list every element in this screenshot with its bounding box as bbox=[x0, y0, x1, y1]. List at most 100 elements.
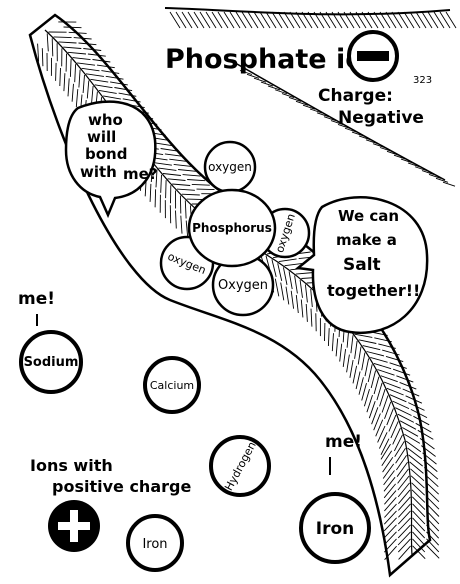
feather-stroke bbox=[368, 401, 376, 419]
feather-stroke bbox=[169, 11, 181, 29]
feather-stroke bbox=[397, 524, 411, 539]
feather-stroke bbox=[399, 381, 417, 390]
feather-stroke bbox=[295, 272, 314, 275]
feather-stroke bbox=[405, 440, 422, 453]
feather-stroke bbox=[77, 62, 96, 66]
feather-stroke bbox=[300, 299, 304, 318]
feather-stroke bbox=[176, 188, 195, 191]
feather-stroke bbox=[380, 438, 390, 456]
feather-stroke bbox=[358, 339, 377, 344]
feather-stroke bbox=[98, 89, 117, 94]
feather-stroke bbox=[383, 531, 397, 546]
feather-stroke bbox=[295, 100, 309, 106]
feather-stroke bbox=[187, 179, 206, 182]
feather-stroke bbox=[397, 531, 411, 546]
feather-stroke bbox=[217, 11, 229, 29]
feather-stroke bbox=[55, 62, 57, 81]
feather-stroke bbox=[63, 26, 82, 29]
feather-stroke bbox=[185, 220, 189, 239]
me-label-sodium: me! bbox=[18, 289, 55, 309]
feather-stroke bbox=[384, 503, 397, 518]
feather-stroke bbox=[382, 463, 395, 479]
feather-stroke bbox=[384, 545, 397, 560]
feather-stroke bbox=[105, 75, 124, 80]
feather-stroke bbox=[288, 271, 293, 290]
feather-stroke bbox=[349, 11, 361, 29]
feather-stroke bbox=[154, 189, 157, 208]
feather-stroke bbox=[419, 438, 435, 450]
feather-stroke bbox=[271, 259, 277, 278]
feather-stroke bbox=[388, 414, 397, 432]
feather-stroke bbox=[400, 158, 414, 164]
feather-stroke bbox=[67, 78, 70, 97]
feather-stroke bbox=[365, 139, 379, 145]
feather-stroke bbox=[283, 11, 295, 29]
feather-stroke bbox=[367, 11, 379, 29]
feather-stroke bbox=[389, 362, 407, 369]
feather-stroke bbox=[94, 84, 113, 89]
feather-stroke bbox=[412, 517, 426, 532]
feather-stroke bbox=[37, 43, 40, 62]
feather-stroke bbox=[342, 349, 347, 367]
feather-stroke bbox=[384, 490, 397, 505]
feather-stroke bbox=[383, 483, 396, 499]
feather-stroke bbox=[407, 447, 423, 460]
feather-stroke bbox=[335, 338, 339, 357]
feather-stroke bbox=[373, 413, 381, 431]
feather-stroke bbox=[426, 538, 440, 553]
feather-stroke bbox=[433, 11, 445, 29]
feather-stroke bbox=[426, 531, 440, 546]
feather-stroke bbox=[235, 11, 247, 29]
feather-stroke bbox=[323, 116, 337, 122]
feather-stroke bbox=[118, 92, 137, 97]
right-feather-edge bbox=[229, 59, 446, 181]
feather-stroke bbox=[344, 127, 358, 133]
feather-stroke bbox=[110, 81, 128, 86]
feather-stroke bbox=[386, 387, 404, 396]
speech-left-line-2: will bbox=[87, 128, 116, 146]
feather-stroke bbox=[413, 415, 430, 426]
feather-stroke bbox=[366, 351, 385, 357]
feather-stroke bbox=[337, 123, 351, 129]
feather-stroke bbox=[399, 420, 417, 430]
speech-left-line-1: who bbox=[88, 111, 123, 129]
feather-stroke bbox=[445, 11, 457, 29]
iron-small-label: Iron bbox=[142, 537, 167, 552]
feather-stroke bbox=[271, 11, 283, 29]
feather-stroke bbox=[310, 289, 313, 308]
oxygen-bottom-label: Oxygen bbox=[218, 278, 268, 293]
speech-right-line-1: We can bbox=[338, 207, 399, 225]
calcium-ion: Calcium bbox=[143, 356, 201, 414]
feather-stroke bbox=[114, 87, 133, 92]
phosphorus-atom: Phosphorus bbox=[187, 188, 277, 268]
feather-stroke bbox=[378, 432, 388, 449]
feather-stroke bbox=[378, 343, 396, 349]
feather-stroke bbox=[383, 538, 397, 553]
feather-stroke bbox=[53, 36, 72, 39]
feather-stroke bbox=[366, 394, 373, 413]
feather-stroke bbox=[78, 69, 81, 88]
feather-stroke bbox=[277, 263, 283, 281]
feather-stroke bbox=[355, 371, 361, 390]
feather-stroke bbox=[75, 89, 79, 108]
feather-stroke bbox=[71, 83, 74, 102]
feather-stroke bbox=[363, 388, 370, 407]
feather-stroke bbox=[184, 200, 187, 219]
feather-stroke bbox=[181, 11, 193, 29]
top-feather-edge bbox=[164, 7, 451, 16]
speech-right-line-3: Salt bbox=[343, 255, 381, 275]
feather-stroke bbox=[405, 395, 423, 404]
feather-stroke bbox=[277, 11, 289, 29]
feather-stroke bbox=[51, 38, 54, 57]
feather-stroke bbox=[411, 482, 426, 496]
feather-stroke bbox=[404, 433, 421, 444]
feather-stroke bbox=[376, 382, 383, 401]
feather-stroke bbox=[295, 295, 299, 314]
feather-stroke bbox=[327, 328, 330, 347]
feather-stroke bbox=[280, 282, 285, 301]
feather-stroke bbox=[91, 85, 94, 105]
feather-stroke bbox=[425, 488, 440, 503]
feather-stroke bbox=[393, 434, 403, 452]
feather-stroke bbox=[193, 11, 205, 29]
feather-stroke bbox=[346, 354, 350, 373]
